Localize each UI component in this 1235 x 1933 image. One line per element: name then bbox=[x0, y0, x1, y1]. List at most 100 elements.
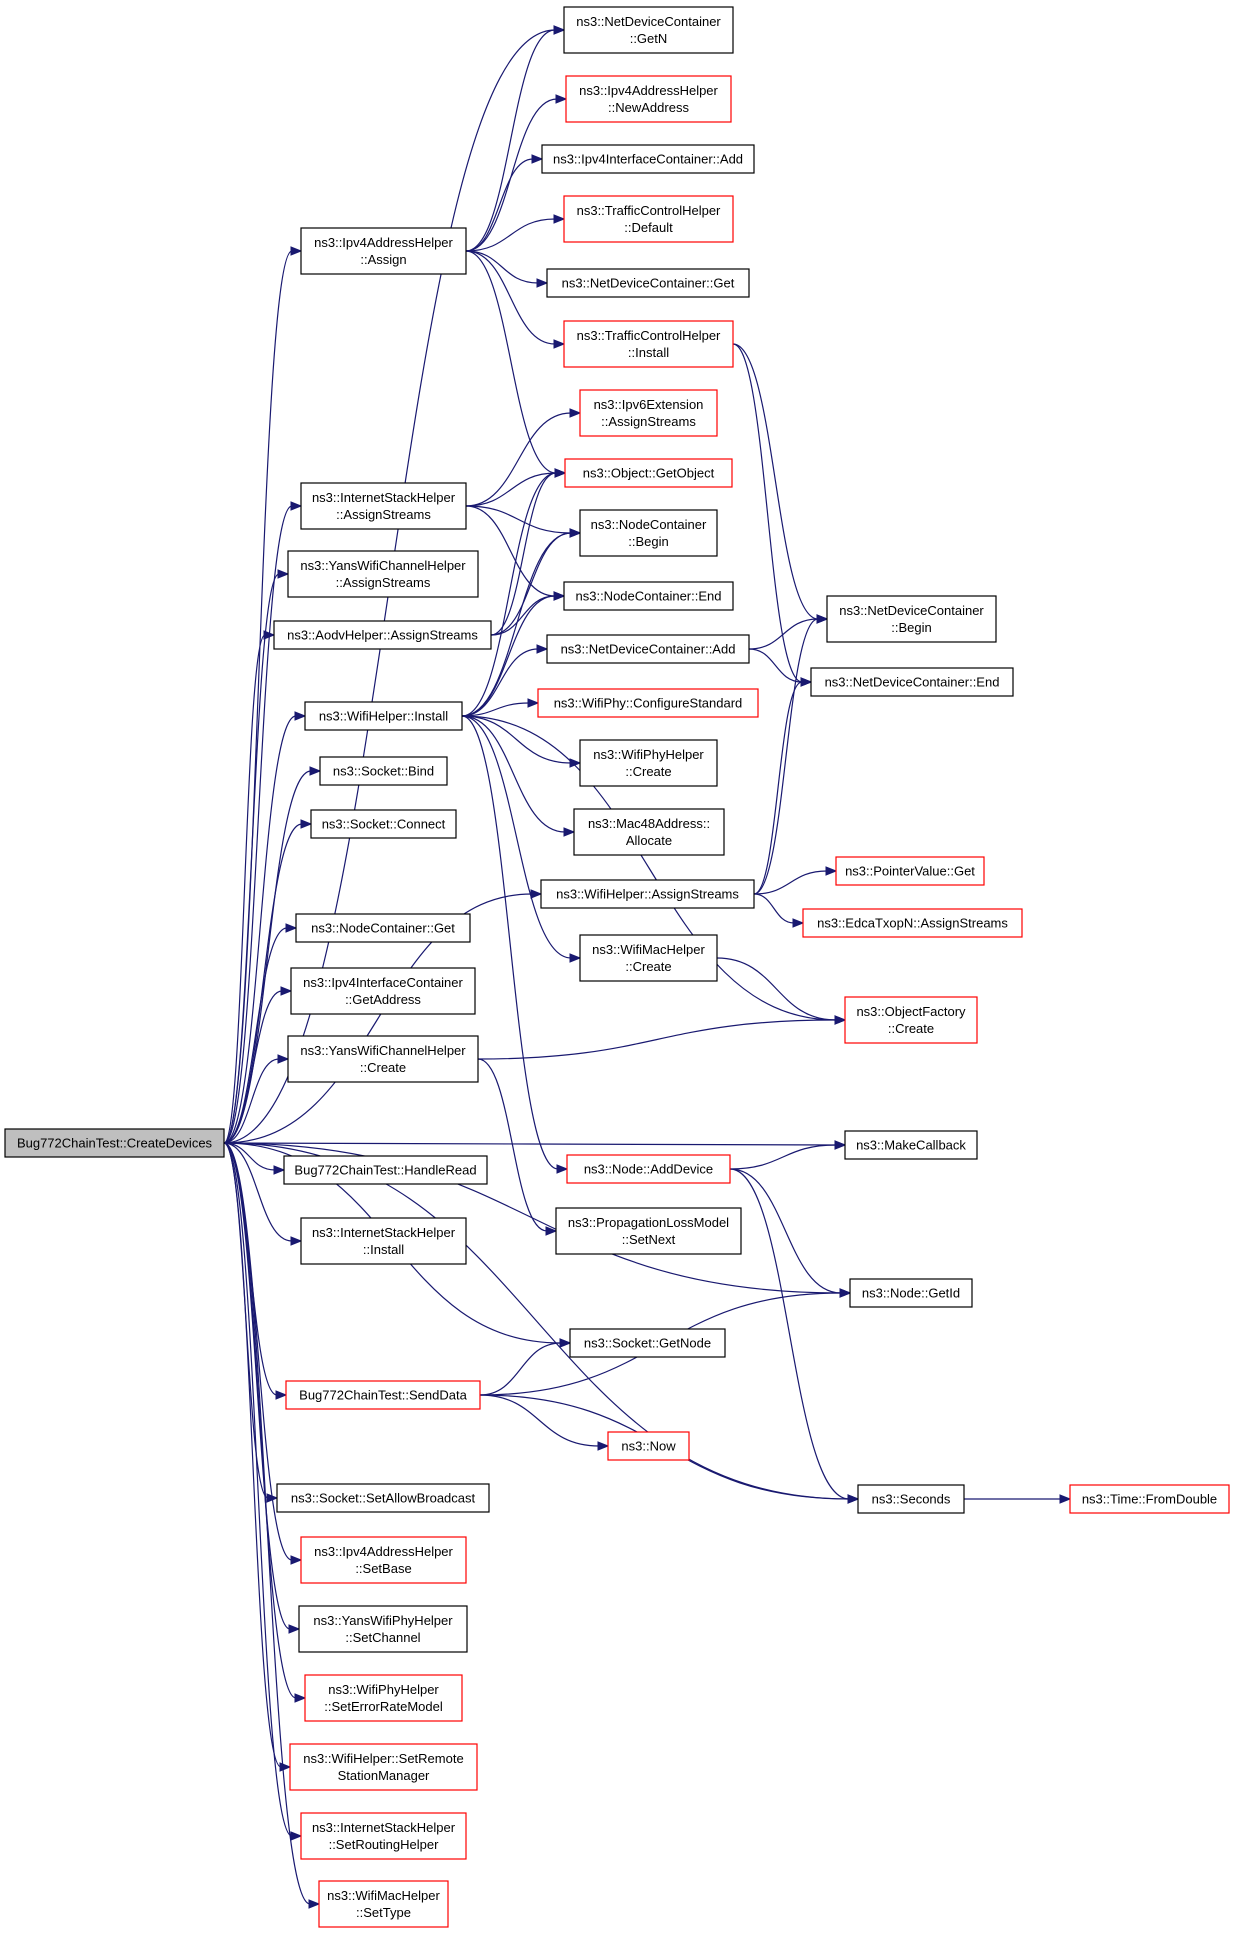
node-ndcget[interactable]: ns3::NetDeviceContainer::Get bbox=[546, 268, 750, 298]
node-configstd[interactable]: ns3::WifiPhy::ConfigureStandard bbox=[537, 688, 759, 718]
node-ndcadd[interactable]: ns3::NetDeviceContainer::Add bbox=[546, 634, 750, 664]
node-tcinstall[interactable]: ns3::TrafficControlHelper::Install bbox=[563, 320, 734, 368]
node-box bbox=[289, 1743, 478, 1791]
node-ncend[interactable]: ns3::NodeContainer::End bbox=[563, 581, 734, 611]
node-sockbind[interactable]: ns3::Socket::Bind bbox=[319, 756, 448, 786]
edge-root-to-yanschstreams bbox=[223, 569, 290, 1144]
node-setrouting[interactable]: ns3::InternetStackHelper::SetRoutingHelp… bbox=[300, 1812, 467, 1860]
arrowhead bbox=[536, 278, 549, 288]
node-yanschstreams[interactable]: ns3::YansWifiChannelHelper::AssignStream… bbox=[287, 550, 479, 598]
node-sockconnect[interactable]: ns3::Socket::Connect bbox=[310, 809, 457, 839]
node-label: ::Install bbox=[363, 1242, 404, 1257]
edge-wifiinstall-to-mac48 bbox=[461, 715, 576, 837]
node-fromdouble[interactable]: ns3::Time::FromDouble bbox=[1069, 1484, 1230, 1514]
node-wifiinstall[interactable]: ns3::WifiHelper::Install bbox=[304, 701, 463, 731]
node-objfactory[interactable]: ns3::ObjectFactory::Create bbox=[844, 996, 978, 1044]
node-label: ::SetType bbox=[356, 1905, 411, 1920]
node-label: ns3::Ipv6Extension bbox=[594, 397, 704, 412]
node-nodegetid[interactable]: ns3::Node::GetId bbox=[849, 1278, 973, 1308]
node-setallowbc[interactable]: ns3::Socket::SetAllowBroadcast bbox=[276, 1483, 490, 1513]
arrowhead bbox=[527, 698, 540, 708]
arrowhead bbox=[294, 1693, 307, 1703]
node-label: ns3::YansWifiChannelHelper bbox=[300, 1043, 466, 1058]
arrowhead bbox=[288, 1624, 301, 1634]
node-box bbox=[304, 1674, 463, 1722]
node-seterm[interactable]: ns3::WifiPhyHelper::SetErrorRateModel bbox=[304, 1674, 463, 1722]
node-label: ::Assign bbox=[360, 252, 406, 267]
node-wifiphycreate[interactable]: ns3::WifiPhyHelper::Create bbox=[579, 739, 718, 787]
node-inetstreams[interactable]: ns3::InternetStackHelper::AssignStreams bbox=[300, 482, 467, 530]
node-label: ns3::WifiPhyHelper bbox=[328, 1682, 439, 1697]
node-box bbox=[563, 581, 734, 611]
edge-ipv4assign-to-ipv4icadd bbox=[465, 154, 544, 252]
node-ndcbegin[interactable]: ns3::NetDeviceContainer::Begin bbox=[826, 595, 997, 643]
arrowhead bbox=[263, 630, 276, 640]
node-ipv4icgetaddr[interactable]: ns3::Ipv4InterfaceContainer::GetAddress bbox=[290, 967, 476, 1015]
arrowhead bbox=[553, 339, 566, 349]
edge-wifiinstall-to-adddevice bbox=[461, 715, 569, 1174]
node-ipv4assign[interactable]: ns3::Ipv4AddressHelper::Assign bbox=[300, 227, 467, 275]
node-tcdefault[interactable]: ns3::TrafficControlHelper::Default bbox=[563, 195, 734, 243]
node-makecb[interactable]: ns3::MakeCallback bbox=[844, 1130, 978, 1160]
node-label: ns3::Ipv4InterfaceContainer bbox=[303, 975, 463, 990]
arrowhead bbox=[554, 468, 567, 478]
node-setbase[interactable]: ns3::Ipv4AddressHelper::SetBase bbox=[300, 1536, 467, 1584]
node-label: Bug772ChainTest::HandleRead bbox=[294, 1163, 476, 1178]
arrowhead bbox=[825, 866, 838, 876]
node-root[interactable]: Bug772ChainTest::CreateDevices bbox=[4, 1128, 225, 1158]
node-sockgetnode[interactable]: ns3::Socket::GetNode bbox=[569, 1328, 726, 1358]
node-label: ns3::Socket::Bind bbox=[333, 764, 434, 779]
node-yanschcreate[interactable]: ns3::YansWifiChannelHelper::Create bbox=[287, 1035, 479, 1083]
node-label: ::SetNext bbox=[622, 1232, 676, 1247]
node-pvget[interactable]: ns3::PointerValue::Get bbox=[835, 856, 985, 886]
node-handleread[interactable]: Bug772ChainTest::HandleRead bbox=[283, 1155, 488, 1185]
node-ncget[interactable]: ns3::NodeContainer::Get bbox=[295, 913, 471, 943]
node-now[interactable]: ns3::Now bbox=[607, 1431, 690, 1461]
arrowhead bbox=[597, 1441, 610, 1451]
node-newaddr[interactable]: ns3::Ipv4AddressHelper::NewAddress bbox=[565, 75, 732, 123]
node-settype[interactable]: ns3::WifiMacHelper::SetType bbox=[318, 1880, 449, 1928]
node-wifistreams[interactable]: ns3::WifiHelper::AssignStreams bbox=[540, 879, 755, 909]
node-seconds[interactable]: ns3::Seconds bbox=[857, 1484, 965, 1514]
node-ndcend[interactable]: ns3::NetDeviceContainer::End bbox=[810, 667, 1014, 697]
node-ndcgetn[interactable]: ns3::NetDeviceContainer::GetN bbox=[563, 6, 734, 54]
node-wifimaccreate[interactable]: ns3::WifiMacHelper::Create bbox=[579, 934, 718, 982]
arrowhead bbox=[847, 1494, 860, 1504]
edge-ipv4assign-to-tcdefault bbox=[465, 214, 566, 252]
edge-wifiinstall-to-ncend bbox=[461, 591, 566, 717]
node-aodvstreams[interactable]: ns3::AodvHelper::AssignStreams bbox=[273, 620, 492, 650]
node-label: ns3::ObjectFactory bbox=[856, 1004, 966, 1019]
node-adddevice[interactable]: ns3::Node::AddDevice bbox=[566, 1154, 731, 1184]
arrowhead bbox=[280, 986, 293, 996]
node-inetinstall[interactable]: ns3::InternetStackHelper::Install bbox=[300, 1217, 467, 1265]
node-label: ns3::AodvHelper::AssignStreams bbox=[287, 628, 478, 643]
node-ipv6ext[interactable]: ns3::Ipv6Extension::AssignStreams bbox=[579, 389, 718, 437]
node-label: ::SetErrorRateModel bbox=[324, 1699, 443, 1714]
node-box bbox=[287, 1035, 479, 1083]
node-box bbox=[573, 808, 725, 856]
node-ncbegin[interactable]: ns3::NodeContainer::Begin bbox=[579, 509, 718, 557]
node-label: ns3::TrafficControlHelper bbox=[577, 328, 721, 343]
edge-root-to-inetinstall bbox=[223, 1142, 303, 1246]
arrowhead bbox=[792, 918, 805, 928]
arrowhead bbox=[545, 1226, 558, 1236]
node-label: ::SetChannel bbox=[345, 1630, 420, 1645]
node-edca[interactable]: ns3::EdcaTxopN::AssignStreams bbox=[802, 908, 1023, 938]
node-box bbox=[546, 634, 750, 664]
arrowhead bbox=[555, 94, 568, 104]
node-senddata[interactable]: Bug772ChainTest::SendData bbox=[285, 1380, 481, 1410]
node-label: ns3::Mac48Address:: bbox=[588, 816, 710, 831]
node-label: ns3::NodeContainer::End bbox=[576, 589, 722, 604]
node-setchannel[interactable]: ns3::YansWifiPhyHelper::SetChannel bbox=[298, 1605, 468, 1653]
node-box bbox=[835, 856, 985, 886]
node-box bbox=[298, 1605, 468, 1653]
node-ipv4icadd[interactable]: ns3::Ipv4InterfaceContainer::Add bbox=[541, 144, 755, 174]
node-label: ::SetRoutingHelper bbox=[329, 1837, 440, 1852]
node-proploss[interactable]: ns3::PropagationLossModel::SetNext bbox=[555, 1207, 742, 1255]
node-getobject[interactable]: ns3::Object::GetObject bbox=[564, 458, 733, 488]
node-box bbox=[300, 1217, 467, 1265]
node-box bbox=[857, 1484, 965, 1514]
arrowhead bbox=[290, 1831, 303, 1841]
node-mac48[interactable]: ns3::Mac48Address::Allocate bbox=[573, 808, 725, 856]
